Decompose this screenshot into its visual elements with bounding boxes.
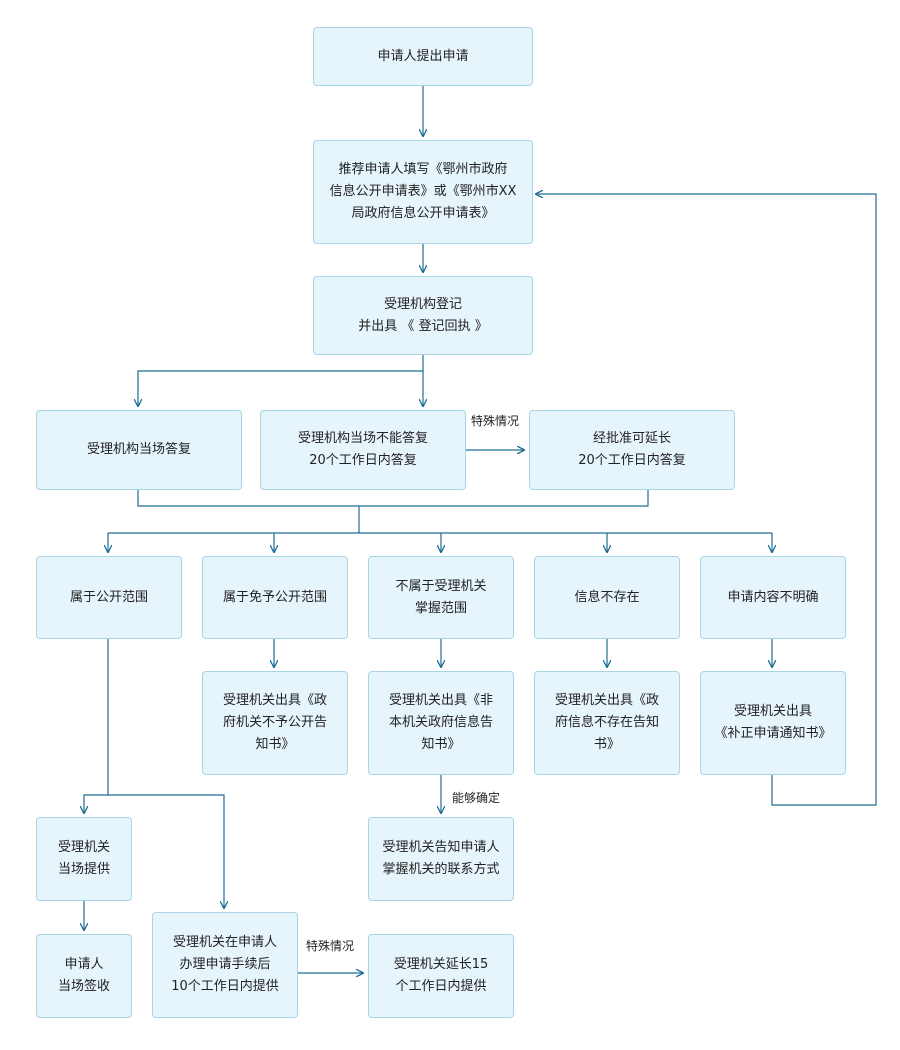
node-provide-10days: 受理机关在申请人 办理申请手续后 10个工作日内提供 (152, 912, 298, 1018)
node-fill-form: 推荐申请人填写《鄂州市政府 信息公开申请表》或《鄂州市XX 局政府信息公开申请表… (313, 140, 533, 244)
node-reply-onsite: 受理机构当场答复 (36, 410, 242, 490)
edge-label-can-confirm: 能够确定 (452, 791, 501, 805)
node-public-scope: 属于公开范围 (36, 556, 182, 639)
edge-public-scope (84, 639, 109, 813)
node-reply-20days: 受理机构当场不能答复 20个工作日内答复 (260, 410, 466, 490)
node-exempt-scope: 属于免予公开范围 (202, 556, 348, 639)
node-extend-15days: 受理机关延长15 个工作日内提供 (368, 934, 514, 1018)
node-not-exist: 信息不存在 (534, 556, 680, 639)
node-notice-not-exist: 受理机关出具《政 府信息不存在告知 书》 (534, 671, 680, 775)
edge-register-split (138, 355, 424, 406)
node-extend-20days: 经批准可延长 20个工作日内答复 (529, 410, 735, 490)
node-provide-onsite: 受理机关 当场提供 (36, 817, 132, 901)
node-notice-not-org: 受理机关出具《非 本机关政府信息告 知书》 (368, 671, 514, 775)
node-unclear: 申请内容不明确 (700, 556, 846, 639)
edge-label-special-2: 特殊情况 (306, 939, 355, 953)
node-notice-exempt: 受理机关出具《政 府机关不予公开告 知书》 (202, 671, 348, 775)
edge-loop-back (536, 194, 877, 806)
node-not-in-scope: 不属于受理机关 掌握范围 (368, 556, 514, 639)
edge-merge (137, 490, 649, 507)
node-sign-onsite: 申请人 当场签收 (36, 934, 132, 1018)
node-apply: 申请人提出申请 (313, 27, 533, 86)
node-register: 受理机构登记 并出具 《 登记回执 》 (313, 276, 533, 355)
node-notice-correct: 受理机关出具 《补正申请通知书》 (700, 671, 846, 775)
node-contact-info: 受理机关告知申请人 掌握机关的联系方式 (368, 817, 514, 901)
edge-label-special-1: 特殊情况 (471, 414, 520, 428)
